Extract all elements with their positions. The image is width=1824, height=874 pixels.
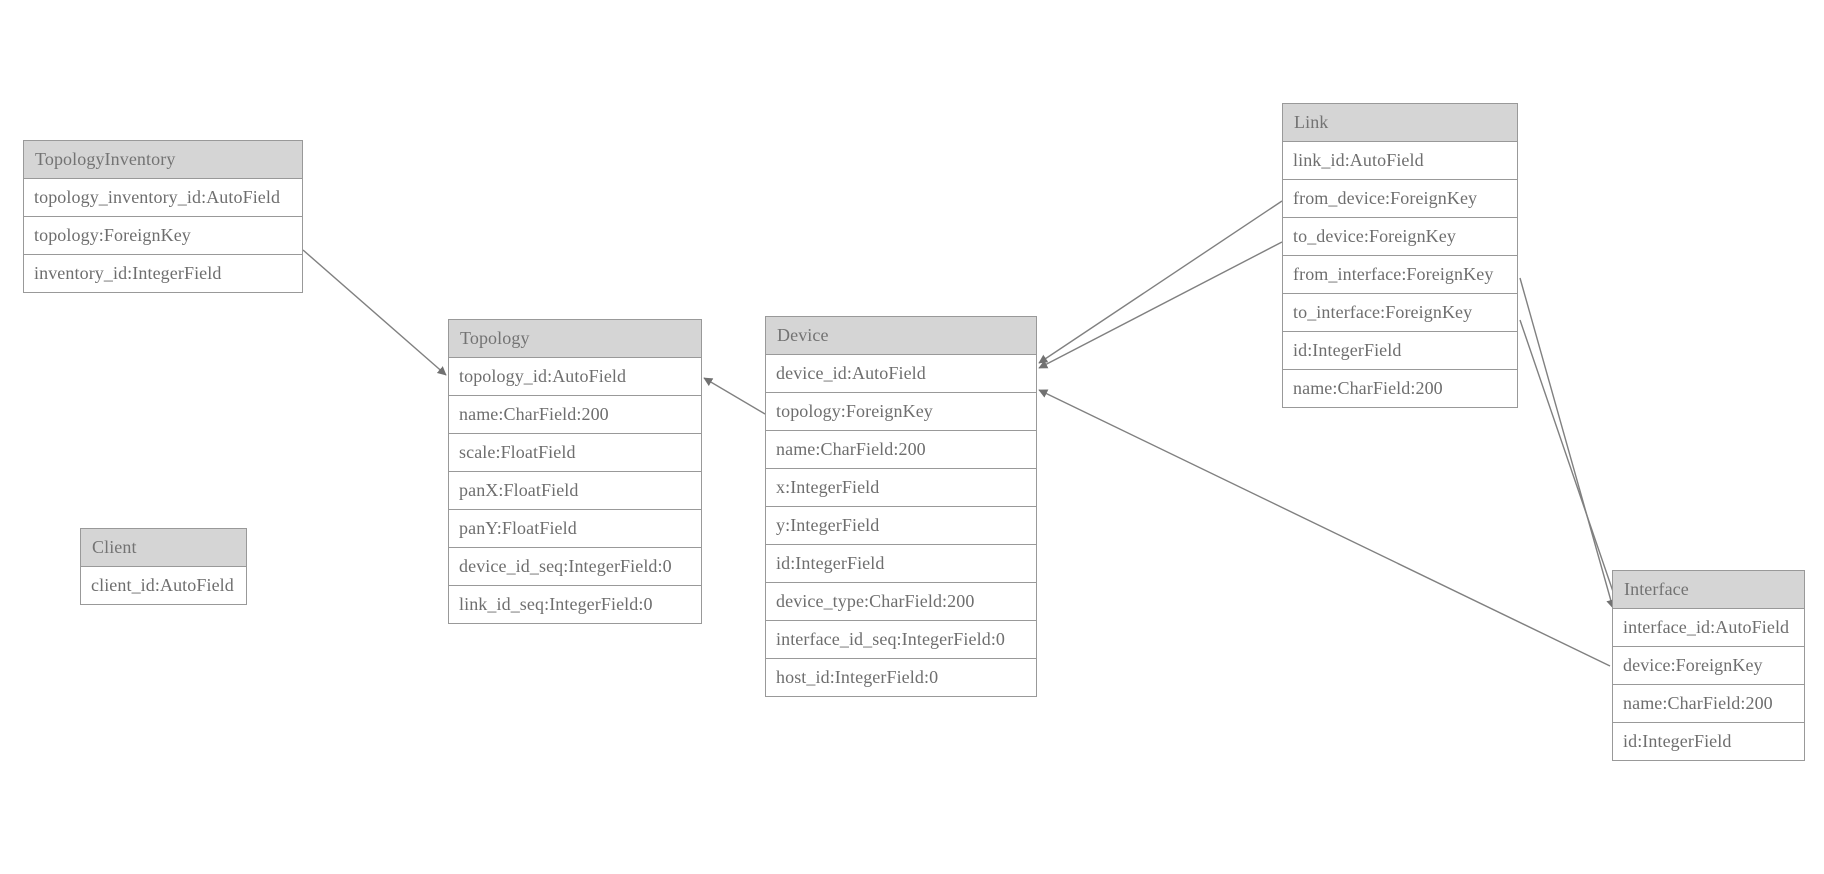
entity-field: topology_inventory_id:AutoField (24, 179, 302, 217)
relationship-edge-interface-device (1038, 389, 1611, 667)
entity-field: id:IntegerField (1613, 723, 1804, 760)
relationship-edge-link-from-device (1038, 200, 1283, 364)
entity-field: inventory_id:IntegerField (24, 255, 302, 292)
entity-field: device_id_seq:IntegerField:0 (449, 548, 701, 586)
entity-field: from_device:ForeignKey (1283, 180, 1517, 218)
entity-field: interface_id_seq:IntegerField:0 (766, 621, 1036, 659)
entity-field: name:CharField:200 (449, 396, 701, 434)
entity-field: host_id:IntegerField:0 (766, 659, 1036, 696)
entity-title-device: Device (766, 317, 1036, 355)
entity-field: name:CharField:200 (1613, 685, 1804, 723)
entity-title-interface: Interface (1613, 571, 1804, 609)
entity-field: link_id_seq:IntegerField:0 (449, 586, 701, 623)
relationship-edge-link-to-device (1038, 241, 1283, 369)
relationship-edge-topologyinventory-topology (302, 249, 447, 376)
entity-field: client_id:AutoField (81, 567, 246, 604)
entity-field: id:IntegerField (1283, 332, 1517, 370)
entity-field: scale:FloatField (449, 434, 701, 472)
entity-title-link: Link (1283, 104, 1517, 142)
entity-field: name:CharField:200 (1283, 370, 1517, 407)
entity-field: interface_id:AutoField (1613, 609, 1804, 647)
entity-title-client: Client (81, 529, 246, 567)
entity-field: id:IntegerField (766, 545, 1036, 583)
entity-field: x:IntegerField (766, 469, 1036, 507)
entity-field: to_interface:ForeignKey (1283, 294, 1517, 332)
relationship-edge-link-to-interface (1519, 319, 1622, 613)
entity-field: device_type:CharField:200 (766, 583, 1036, 621)
entity-field: panY:FloatField (449, 510, 701, 548)
entity-field: topology:ForeignKey (24, 217, 302, 255)
entity-title-topology-inventory: TopologyInventory (24, 141, 302, 179)
entity-field: panX:FloatField (449, 472, 701, 510)
entity-field: topology_id:AutoField (449, 358, 701, 396)
relationship-edge-device-topology (703, 377, 766, 415)
entity-field: name:CharField:200 (766, 431, 1036, 469)
entity-field: link_id:AutoField (1283, 142, 1517, 180)
entity-field: y:IntegerField (766, 507, 1036, 545)
entity-field: topology:ForeignKey (766, 393, 1036, 431)
entity-field: device:ForeignKey (1613, 647, 1804, 685)
entity-title-topology: Topology (449, 320, 701, 358)
entity-field: device_id:AutoField (766, 355, 1036, 393)
relationship-edge-link-from-interface (1519, 277, 1616, 609)
entity-field: from_interface:ForeignKey (1283, 256, 1517, 294)
entity-field: to_device:ForeignKey (1283, 218, 1517, 256)
